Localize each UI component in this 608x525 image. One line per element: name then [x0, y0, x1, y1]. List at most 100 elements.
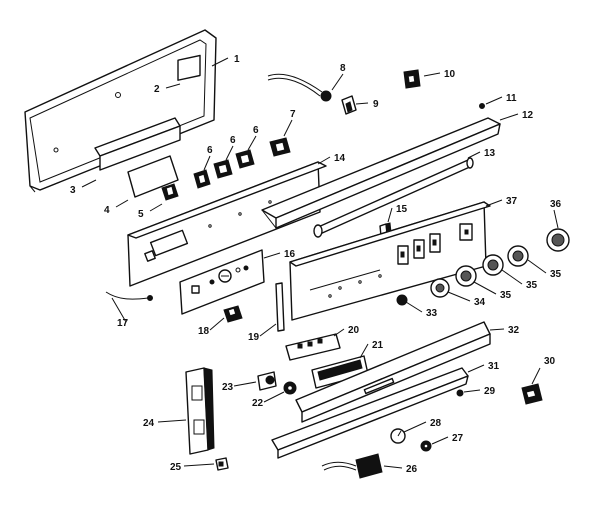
part-6-switch-c — [235, 149, 255, 169]
part-29-screw — [456, 389, 464, 397]
part-number-label: 15 — [396, 204, 408, 215]
leader-line — [333, 328, 345, 337]
leader-line — [225, 145, 234, 161]
part-number-label: 27 — [452, 433, 464, 444]
part-35-knob-a — [455, 265, 477, 287]
leader-line — [531, 367, 541, 385]
leader-line — [473, 281, 497, 295]
part-number-label: 13 — [484, 148, 496, 159]
leader-line — [115, 199, 129, 208]
part-number-label: 3 — [70, 185, 76, 196]
leader-line — [489, 328, 505, 331]
part-25-clip — [215, 457, 229, 471]
part-28-dial — [390, 428, 406, 444]
part-22-knob — [283, 381, 297, 395]
leader-line — [423, 72, 441, 77]
part-30-connector — [521, 383, 543, 405]
part-3-bracket — [94, 117, 181, 171]
part-6-switch-b — [213, 159, 233, 179]
leader-line — [259, 323, 277, 337]
leader-line — [263, 391, 285, 403]
part-number-label: 30 — [544, 356, 556, 367]
leader-line — [463, 389, 481, 393]
part-number-label: 2 — [154, 84, 160, 95]
leader-line — [485, 199, 503, 207]
part-1-back-panel — [24, 29, 217, 193]
part-number-label: 1 — [234, 54, 240, 65]
leader-line — [81, 179, 97, 188]
part-number-label: 17 — [117, 318, 129, 329]
leader-line — [467, 364, 485, 373]
part-number-label: 8 — [340, 63, 346, 74]
part-number-label: 35 — [526, 280, 538, 291]
leader-line — [355, 102, 369, 105]
part-number-label: 5 — [138, 209, 144, 220]
part-32-lower-trim — [295, 321, 491, 423]
leader-line — [387, 207, 393, 223]
leader-line — [467, 151, 481, 159]
part-number-label: 18 — [198, 326, 210, 337]
part-10-connector — [403, 69, 421, 89]
leader-line — [447, 291, 471, 302]
part-4-plate — [127, 155, 179, 198]
part-number-label: 4 — [104, 205, 110, 216]
part-number-label: 35 — [500, 290, 512, 301]
part-number-label: 6 — [207, 145, 213, 156]
part-number-label: 10 — [444, 69, 456, 80]
part-20-board — [285, 333, 341, 361]
part-35-knob-c — [507, 245, 529, 267]
part-number-label: 24 — [143, 418, 155, 429]
part-number-label: 6 — [230, 135, 236, 146]
leader-line — [233, 381, 257, 387]
part-number-label: 22 — [252, 398, 264, 409]
part-31-lower-strip — [271, 367, 469, 459]
part-18-switch — [223, 305, 243, 323]
leader-line — [405, 301, 423, 313]
part-19-rod — [275, 282, 285, 332]
leader-line — [431, 436, 449, 445]
leader-line — [209, 317, 225, 331]
part-number-label: 34 — [474, 297, 486, 308]
leader-line — [485, 96, 503, 105]
part-9-clip — [341, 95, 357, 115]
leader-line — [263, 252, 281, 259]
part-8-harness — [267, 73, 332, 102]
leader-line — [403, 421, 427, 433]
part-17-wire — [105, 291, 153, 301]
leader-line — [553, 209, 559, 229]
part-16-switch-plate — [179, 249, 265, 315]
part-number-label: 12 — [522, 110, 534, 121]
leader-line — [501, 269, 523, 285]
part-number-label: 33 — [426, 308, 438, 319]
part-14-control-panel — [127, 161, 327, 287]
part-27-knob — [420, 440, 432, 452]
part-number-label: 26 — [406, 464, 418, 475]
leader-line — [283, 119, 293, 137]
part-24-bracket-plate — [185, 367, 215, 455]
leader-line — [183, 463, 215, 467]
leader-line — [499, 113, 519, 121]
part-7-switch — [269, 137, 291, 157]
part-5-switch — [161, 183, 179, 201]
leader-line — [527, 259, 547, 274]
part-number-label: 7 — [290, 109, 296, 120]
part-number-label: 19 — [248, 332, 260, 343]
leader-line — [331, 73, 344, 91]
part-13-tube — [313, 157, 474, 238]
part-34-knob — [430, 278, 450, 298]
part-number-label: 16 — [284, 249, 296, 260]
leader-line — [111, 297, 127, 323]
part-12-trim-strip — [261, 117, 501, 229]
leader-line — [157, 419, 187, 423]
part-number-label: 25 — [170, 462, 182, 473]
part-36-knob — [546, 228, 570, 252]
part-26-terminal-block — [321, 453, 383, 479]
part-35-knob-b — [482, 254, 504, 276]
part-number-label: 31 — [488, 361, 500, 372]
leader-line — [165, 83, 181, 89]
leader-line — [359, 343, 369, 359]
part-6-switch-a — [193, 169, 211, 189]
leader-line — [149, 203, 163, 212]
